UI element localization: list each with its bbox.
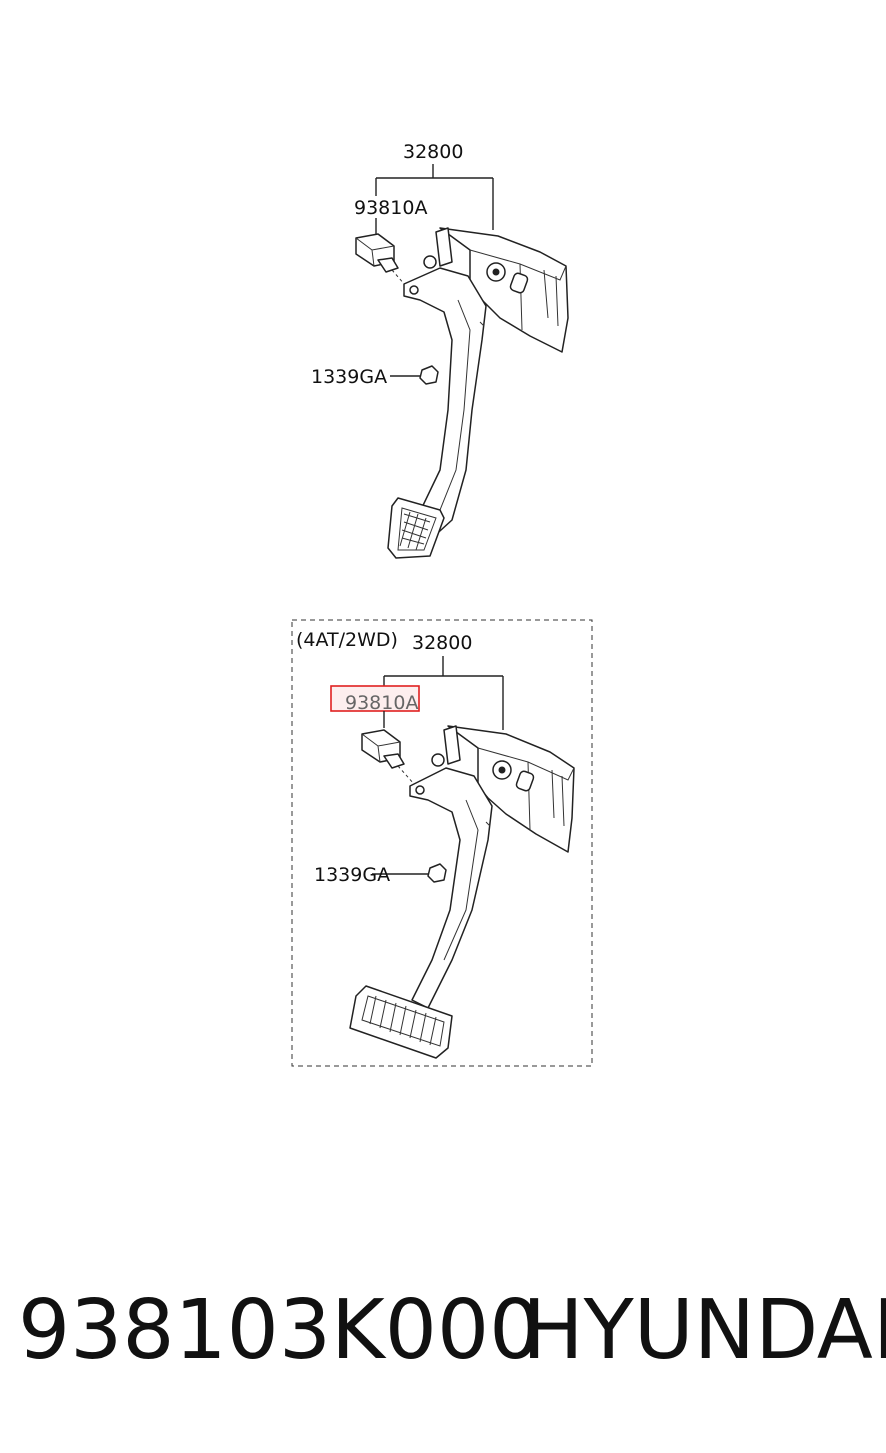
lower-switch-label: 93810A: [345, 692, 418, 714]
upper-stop-lamp-switch: [355, 233, 407, 287]
lower-nut: [427, 863, 447, 883]
upper-assembly-leader: [375, 164, 494, 230]
upper-switch-label: 93810A: [354, 197, 427, 219]
lower-variant-label: (4AT/2WD): [296, 629, 398, 651]
upper-nut-label: 1339GA: [311, 366, 387, 388]
lower-pedal-arm: [409, 767, 493, 1009]
lower-nut-label: 1339GA: [314, 864, 390, 886]
highlight-box: [330, 685, 420, 712]
upper-pedal-pad: [387, 497, 445, 559]
upper-nut: [419, 365, 439, 385]
brand-caption: HYUNDAI: [522, 1283, 886, 1378]
lower-stop-lamp-switch: [361, 729, 415, 785]
lower-pedal-bracket: [431, 725, 575, 853]
lower-assembly-leader: [383, 656, 504, 730]
lower-pedal-pad: [349, 985, 453, 1059]
upper-diagram: 32800 93810A: [311, 141, 569, 559]
upper-pedal-arm: [403, 267, 487, 541]
upper-assembly-label: 32800: [403, 141, 463, 163]
lower-diagram: (4AT/2WD) 32800 93810A: [291, 619, 593, 1067]
variant-dashed-frame: [291, 619, 593, 1067]
lower-assembly-label: 32800: [412, 632, 472, 654]
part-number-caption: 938103K000: [18, 1283, 542, 1378]
upper-pedal-bracket: [423, 227, 569, 353]
